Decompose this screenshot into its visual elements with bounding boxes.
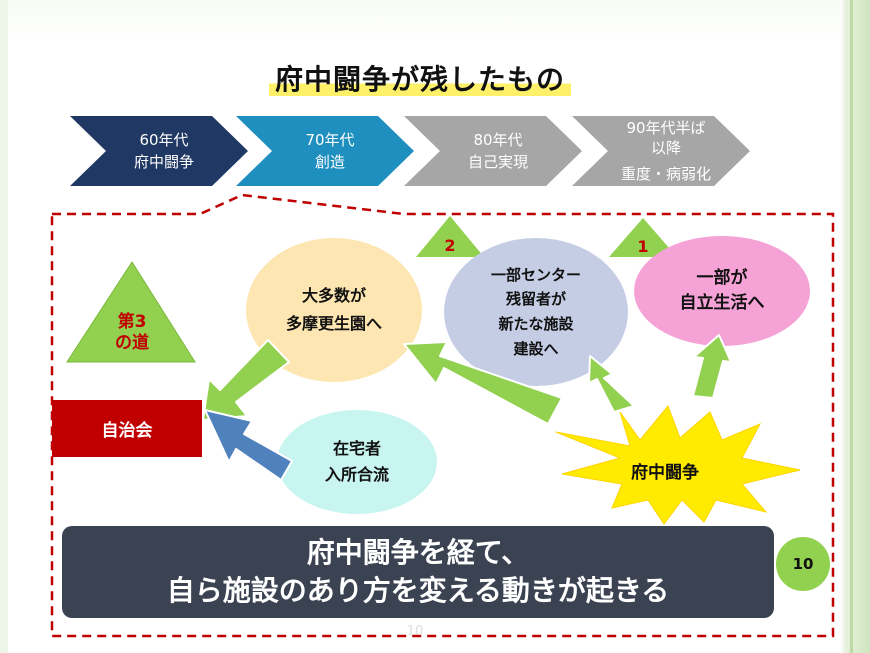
- timeline-90s: 90年代半ば 以降 重度・病弱化: [602, 116, 730, 186]
- third-way-line2: の道: [115, 333, 149, 354]
- slide-number-badge: 10: [776, 537, 830, 591]
- timeline-90s-decade: 90年代半ば 以降: [626, 118, 706, 157]
- center-part-line2: 残留者が: [505, 290, 566, 309]
- majority-ellipse: [246, 238, 422, 382]
- center-part-line1: 一部センター: [490, 265, 581, 284]
- self-government-box: 自治会: [52, 400, 202, 457]
- chevron-70s: [236, 116, 414, 186]
- majority-line2: 多摩更生園へ: [285, 314, 382, 333]
- timeline-60s-label: 府中闘争: [133, 153, 194, 171]
- third-way-label: 第3 の道: [92, 312, 172, 355]
- center-part-text: 一部センター 残留者が 新たな施設 建設へ: [444, 238, 628, 386]
- timeline-80s: 80年代 自己実現: [434, 116, 562, 186]
- arrows-green: [202, 334, 732, 425]
- third-way-line1: 第3: [117, 312, 147, 332]
- marker-1-triangle: [609, 218, 677, 257]
- arrow-star-to-majority: [403, 341, 563, 425]
- independent-text: 一部が 自立生活へ: [634, 236, 810, 346]
- chevron-90s: [572, 116, 750, 186]
- timeline-60s-decade: 60年代: [139, 130, 189, 149]
- timeline-70s-decade: 70年代: [305, 130, 355, 149]
- independent-line2: 自立生活へ: [679, 293, 765, 313]
- majority-text: 大多数が 多摩更生園へ: [246, 238, 422, 382]
- timeline-60s: 60年代 府中闘争: [100, 116, 228, 186]
- slide-title-text: 府中闘争が残したもの: [268, 63, 571, 96]
- arrow-home-to-selfgov: [204, 409, 293, 481]
- marker-2-triangle: [416, 216, 484, 257]
- conclusion-banner: 府中闘争を経て、 自ら施設のあり方を変える動きが起きる: [62, 526, 774, 618]
- third-way-triangle: [66, 261, 196, 363]
- center-part-line3: 新たな施設: [498, 315, 574, 333]
- banner-line2: 自ら施設のあり方を変える動きが起きる: [166, 574, 670, 607]
- center-part-line4: 建設へ: [513, 339, 559, 358]
- home-ellipse: [277, 410, 437, 514]
- home-line2: 入所合流: [324, 465, 389, 484]
- independent-ellipse: [634, 236, 810, 346]
- arrow-star-to-independent: [692, 334, 732, 399]
- chevron-80s: [404, 116, 582, 186]
- footer-page-number: 10: [406, 624, 424, 639]
- majority-line1: 大多数が: [301, 286, 366, 305]
- timeline-70s: 70年代 創造: [266, 116, 394, 186]
- slide-frame-right: [840, 0, 870, 653]
- fuchu-star-shape: [555, 405, 801, 525]
- marker-1-label: 1: [637, 237, 649, 256]
- slide-frame-left: [0, 0, 8, 653]
- home-line1: 在宅者: [332, 439, 381, 459]
- center-part-ellipse: [444, 238, 628, 386]
- independent-line1: 一部が: [696, 267, 748, 288]
- home-text: 在宅者 入所合流: [277, 410, 437, 514]
- arrow-star-to-center: [588, 355, 635, 413]
- banner-line1: 府中闘争を経て、: [306, 536, 530, 570]
- dashed-outline: [50, 193, 835, 638]
- timeline-80s-decade: 80年代: [473, 130, 523, 149]
- slide-title: 府中闘争が残したもの: [0, 58, 840, 98]
- timeline-90s-label: 重度・病弱化: [620, 165, 711, 184]
- marker-2-label: 2: [444, 236, 456, 255]
- chevron-60s: [70, 116, 248, 186]
- timeline-70s-label: 創造: [314, 153, 345, 171]
- timeline-80s-label: 自己実現: [467, 153, 528, 171]
- fuchu-star-label: 府中闘争: [631, 463, 699, 483]
